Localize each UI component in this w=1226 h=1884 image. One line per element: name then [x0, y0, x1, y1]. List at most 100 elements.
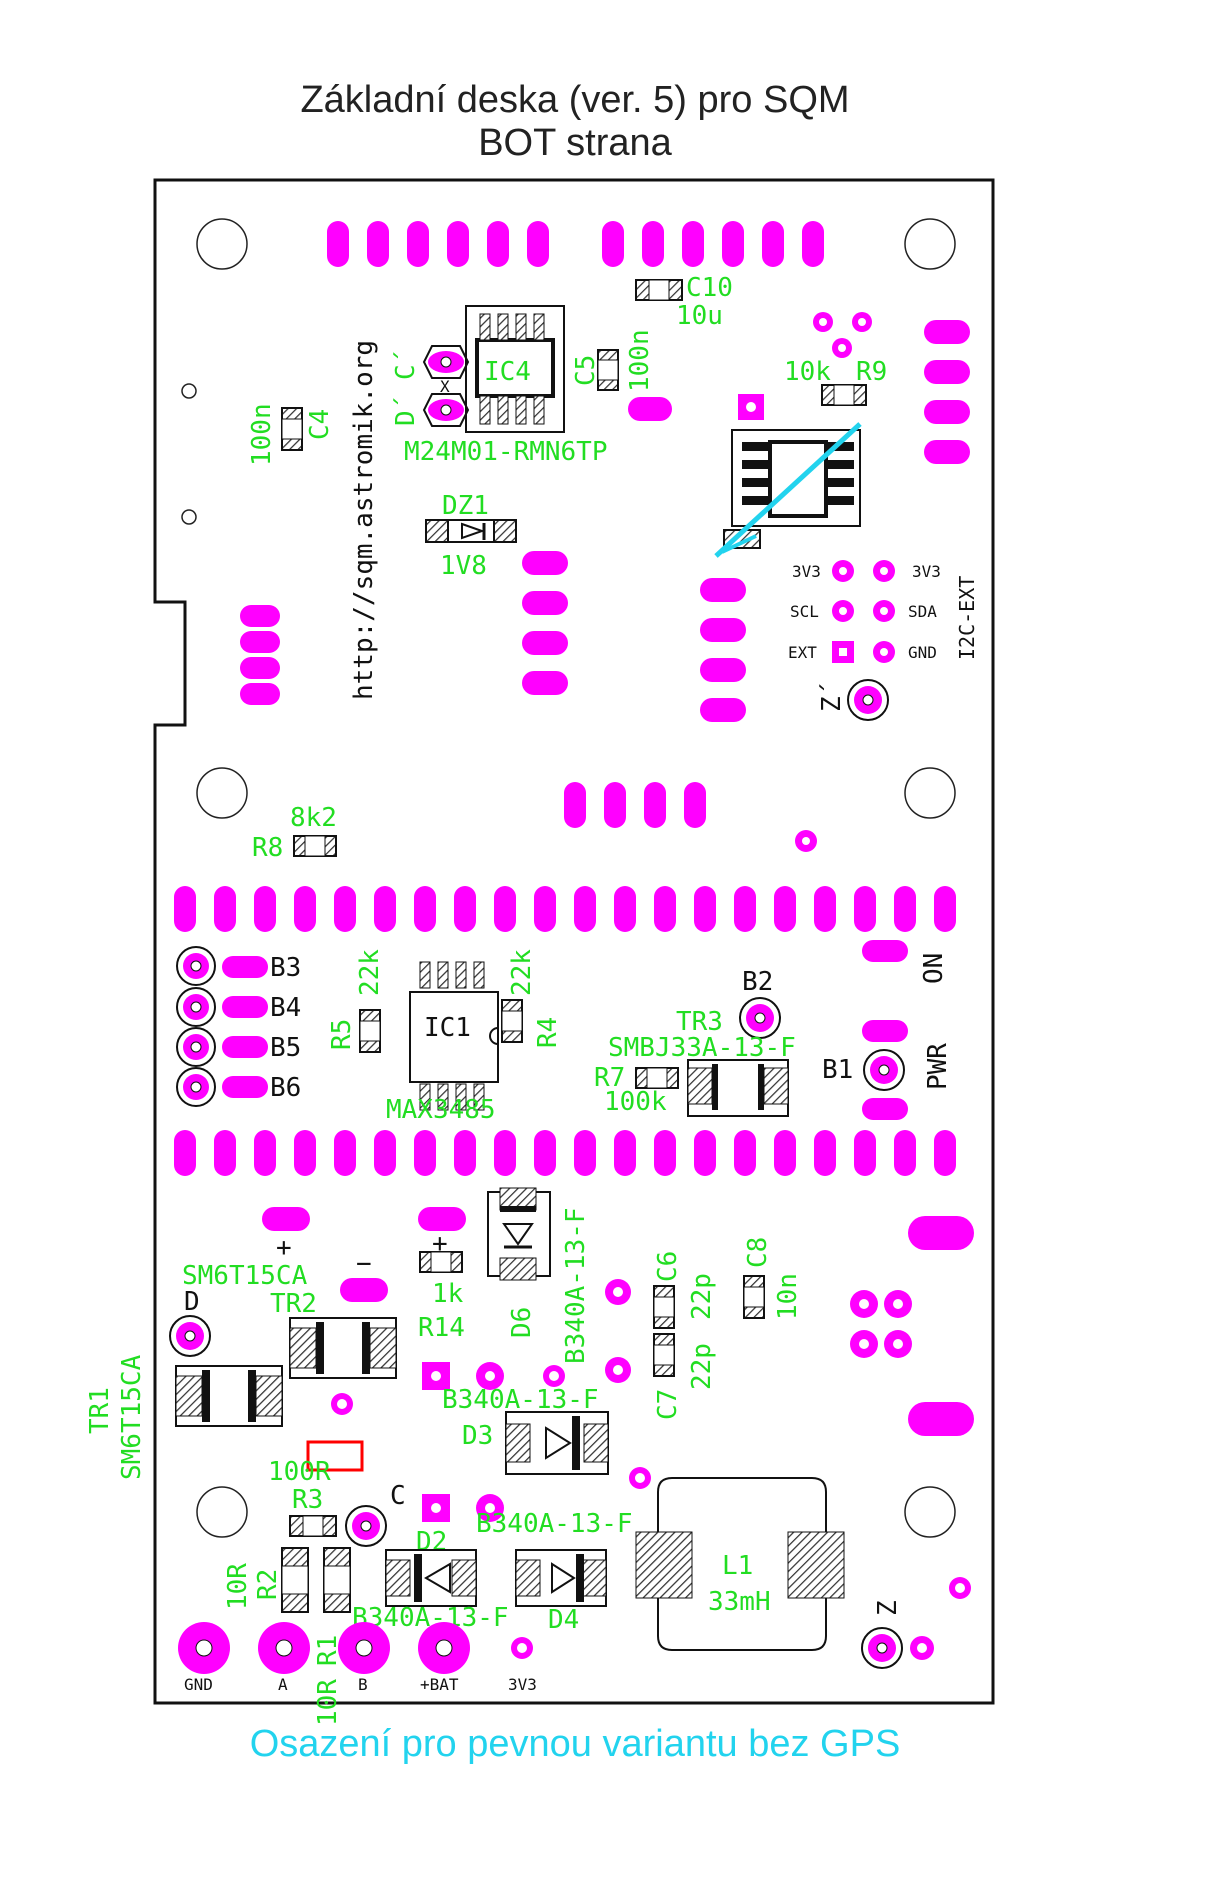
jumper-c-label: C´	[391, 349, 421, 380]
tr3-diode	[687, 1059, 789, 1117]
r2-label: R2	[253, 1569, 283, 1600]
right-round-pads	[850, 1290, 912, 1358]
r3-value: 100R	[268, 1457, 331, 1487]
b-label: B	[358, 1675, 368, 1694]
i2c-ext-label: I2C-EXT	[955, 576, 979, 660]
r7-resistor	[635, 1067, 679, 1089]
pwr-label: PWR	[923, 1043, 953, 1090]
b5-label: B5	[270, 1033, 301, 1063]
d3-diode	[505, 1411, 609, 1475]
r14-resistor	[419, 1251, 463, 1273]
smbj-part: SMBJ33A-13-F	[608, 1033, 796, 1063]
jumper-dc: X	[422, 345, 470, 427]
c4-capacitor	[281, 407, 303, 451]
r9-resistor	[821, 384, 867, 406]
c5-label: C5	[571, 355, 601, 386]
left-header-pads	[240, 605, 280, 705]
r8-resistor	[293, 835, 337, 857]
dz1-value: 1V8	[440, 551, 487, 581]
c5-value: 100n	[625, 329, 655, 392]
b6-label: B6	[270, 1073, 301, 1103]
c10-value: 10u	[676, 301, 723, 331]
footer-note: Osazení pro pevnou variantu bez GPS	[250, 1723, 901, 1765]
i2c-scl: SCL	[790, 602, 819, 621]
mounting-hole	[196, 218, 248, 270]
r3-resistor	[289, 1515, 337, 1537]
c4-value: 100n	[247, 403, 277, 466]
c6-label: C6	[653, 1251, 683, 1282]
r5-resistor	[359, 1009, 381, 1053]
minus-pad	[340, 1278, 388, 1302]
c8-value: 10n	[773, 1273, 803, 1320]
r8-label: R8	[252, 833, 283, 863]
ic1-chip	[409, 961, 499, 1111]
r14-label: R14	[418, 1313, 465, 1343]
i2c-3v3-right: 3V3	[912, 562, 941, 581]
pwr-pad-bottom	[862, 1098, 908, 1120]
jumper-d-label: D´	[391, 395, 421, 426]
gnd-label: GND	[184, 1675, 213, 1694]
tr1-label: TR1	[85, 1387, 115, 1434]
minus-label: −	[356, 1249, 372, 1279]
b340-d3-part: B340A-13-F	[442, 1385, 599, 1415]
b340-d6-part: B340A-13-F	[561, 1207, 591, 1364]
mounting-hole	[904, 218, 956, 270]
c7-value: 22p	[687, 1343, 717, 1390]
long-header-row-top	[174, 886, 956, 932]
c6-capacitor	[653, 1285, 675, 1329]
c10-label: C10	[686, 273, 733, 303]
r4-resistor	[501, 999, 523, 1043]
r8-value: 8k2	[290, 803, 337, 833]
center-header-pads	[564, 782, 706, 828]
r14-value: 1k	[432, 1279, 464, 1309]
r4-label: R4	[533, 1017, 563, 1048]
dz1-label: DZ1	[442, 491, 489, 521]
right-middle-header-pads	[700, 578, 746, 722]
highlight-box	[306, 1440, 364, 1472]
d4-label: D4	[548, 1605, 579, 1635]
mounting-hole	[196, 1486, 248, 1538]
r5-label: R5	[327, 1019, 357, 1050]
oval-pad	[628, 397, 672, 421]
r5-value: 22k	[355, 949, 385, 996]
plus-label-left: +	[276, 1233, 292, 1263]
ic1-part: MAX3485	[386, 1095, 496, 1125]
plus-pad-left	[262, 1207, 310, 1231]
svg-text:X: X	[440, 377, 450, 396]
url-text: http://sqm.astromik.org	[349, 340, 379, 700]
c7-capacitor	[653, 1333, 675, 1377]
r7-label: R7	[594, 1063, 625, 1093]
l1-label: L1	[722, 1551, 753, 1581]
i2c-3v3-left: 3V3	[792, 562, 821, 581]
tr3-label: TR3	[676, 1007, 723, 1037]
c4-label: C4	[305, 409, 335, 440]
r2-resistor	[281, 1547, 309, 1613]
r1-resistor	[323, 1547, 351, 1613]
i2c-gnd: GND	[908, 643, 937, 662]
v3v3-label: 3V3	[508, 1675, 537, 1694]
plus-pad-right	[418, 1207, 466, 1231]
small-hole	[181, 383, 197, 399]
c-pin-label: C	[390, 1481, 406, 1511]
ic4-chip	[465, 305, 565, 433]
c7-label: C7	[653, 1389, 683, 1420]
b2-label: B2	[742, 967, 773, 997]
large-oval-pad	[908, 1402, 974, 1436]
dz1-diode	[425, 519, 517, 543]
on-pad	[862, 940, 908, 962]
b3-label: B3	[270, 953, 301, 983]
tr2-diode	[289, 1317, 397, 1379]
ic1-label: IC1	[424, 1013, 471, 1043]
mounting-hole	[904, 767, 956, 819]
large-oval-pad	[908, 1216, 974, 1250]
unpopulated-chip	[714, 422, 862, 558]
d-pin-label: D	[184, 1287, 200, 1317]
top-header-pads	[327, 221, 824, 267]
title-line-2: BOT strana	[478, 122, 672, 164]
c8-label: C8	[743, 1237, 773, 1268]
c8-capacitor	[743, 1275, 765, 1319]
l1-inductor	[635, 1477, 845, 1651]
b-pins-group	[176, 946, 268, 1107]
r3-label: R3	[292, 1485, 323, 1515]
